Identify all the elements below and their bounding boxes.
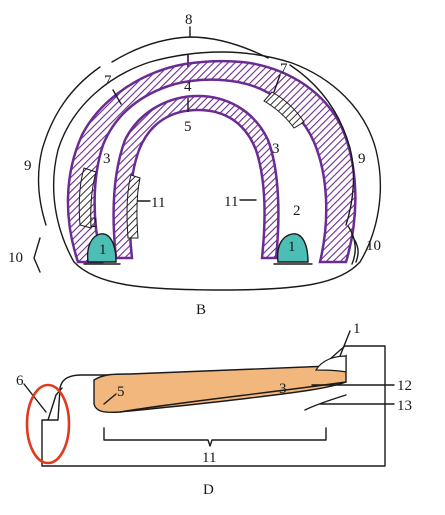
label-d-3: 3	[279, 381, 287, 397]
arc-10-left	[33, 237, 41, 273]
inner-arch-band	[112, 94, 280, 260]
arc-10-right-2	[347, 225, 356, 265]
outer-black-accent-left	[78, 167, 97, 229]
bracket-11	[103, 427, 327, 447]
caption-b: B	[196, 302, 206, 318]
label-1-right: 1	[288, 239, 296, 255]
label-3-left: 3	[103, 151, 111, 167]
figure-b: 8 7 7 4 5 3 3 9 9 11 11 2 2 1 1 10 10 B	[8, 12, 382, 318]
floor-line	[304, 394, 347, 411]
label-1-left: 1	[99, 242, 107, 258]
highlight-circle	[25, 383, 71, 465]
label-10-right: 10	[366, 238, 381, 254]
label-d-5: 5	[117, 384, 125, 400]
label-3-right: 3	[272, 141, 280, 157]
base-outline	[52, 51, 382, 291]
leader-6	[23, 383, 47, 413]
label-2-left: 2	[90, 215, 98, 231]
label-9-left: 9	[24, 158, 32, 174]
inner-black-accent	[126, 174, 141, 239]
label-d-6: 6	[16, 373, 24, 389]
label-d-1: 1	[353, 321, 361, 337]
label-5: 5	[184, 119, 192, 135]
arc-8	[111, 36, 269, 63]
leader-7-right	[273, 74, 281, 93]
label-d-11: 11	[202, 450, 216, 466]
label-9-right: 9	[358, 151, 366, 167]
label-11-left: 11	[151, 195, 165, 211]
outer-ridge-band	[66, 59, 357, 264]
label-8: 8	[185, 12, 193, 28]
lower-ridge	[119, 381, 347, 413]
label-10-left: 10	[8, 250, 23, 266]
label-2-right: 2	[293, 203, 301, 219]
leader-5	[103, 393, 117, 405]
arc-9-left	[37, 66, 101, 226]
pad-right	[276, 233, 309, 263]
figure-d: 1 6 5 3 12 13 11 D	[16, 321, 412, 498]
label-7-right: 7	[280, 61, 288, 77]
retromolar-pad	[314, 355, 347, 373]
label-d-13: 13	[397, 398, 412, 414]
caption-d: D	[203, 482, 214, 498]
label-d-12: 12	[397, 378, 412, 394]
label-7-left: 7	[104, 73, 112, 89]
leader-1	[339, 330, 351, 357]
denture-base	[93, 354, 347, 413]
label-11-right: 11	[224, 194, 238, 210]
leader-7-left	[112, 89, 122, 105]
label-4: 4	[184, 79, 192, 95]
outer-black-accent-right	[263, 91, 305, 129]
pad-left	[86, 233, 117, 263]
arc-9-right	[289, 64, 355, 226]
